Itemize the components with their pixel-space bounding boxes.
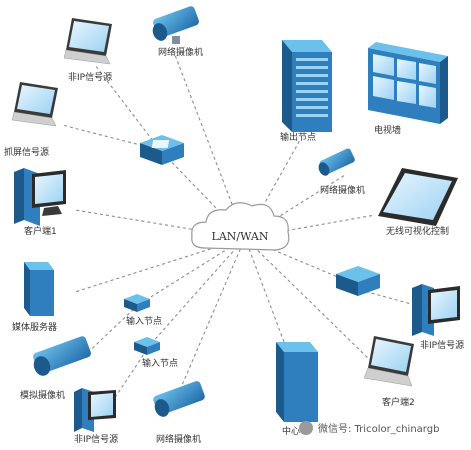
node-label-input2: 输入节点: [142, 357, 178, 369]
watermark: 微信号: Tricolor_chinargb: [299, 421, 439, 435]
server-icon: [24, 262, 54, 316]
node-label-client2: 客户端2: [382, 396, 415, 408]
camera-icon: [152, 6, 199, 44]
server-icon: [276, 342, 318, 422]
node-label-camera-bottom: 网络摄像机: [156, 433, 201, 445]
node-label-tablet: 无线可视化控制: [386, 225, 449, 237]
lan-wan-cloud: LAN/WAN: [191, 202, 290, 251]
node-label-output-node: 输出节点: [280, 131, 316, 143]
camera-icon: [33, 336, 91, 376]
watermark-text: 微信号: Tricolor_chinargb: [318, 422, 439, 435]
node-label-laptop-left: 抓屏信号源: [4, 146, 49, 158]
tablet-icon: [378, 168, 458, 226]
node-label-analog-camera: 模拟摄像机: [20, 389, 65, 401]
server-icon: [282, 40, 332, 132]
laptop-icon: [363, 336, 414, 387]
desktop-pc-icon: [74, 388, 116, 432]
node-label-client1: 客户端1: [24, 225, 57, 237]
node-box-icon: [134, 337, 160, 355]
node-box-icon: [140, 135, 184, 165]
node-label-camera-top: 网络摄像机: [158, 46, 203, 58]
laptop-icon: [11, 82, 58, 127]
camera-icon: [318, 148, 355, 176]
node-box-icon: [336, 266, 380, 296]
video-wall-icon: [368, 42, 448, 124]
node-box-icon: [124, 294, 150, 312]
node-label-media-server: 媒体服务器: [12, 321, 57, 333]
desktop-pc-icon: [14, 168, 66, 226]
node-label-video-wall: 电视墙: [374, 124, 401, 136]
camera-icon: [153, 381, 205, 417]
node-label-laptop-top: 非IP信号源: [68, 71, 112, 83]
node-label-center: 中心: [282, 425, 300, 437]
hub-label: LAN/WAN: [212, 230, 269, 243]
node-label-camera-mid: 网络摄像机: [320, 184, 365, 196]
node-label-nonip-bottom: 非IP信号源: [74, 433, 118, 445]
desktop-pc-icon: [412, 284, 460, 336]
laptop-icon: [63, 18, 112, 65]
node-label-input1: 输入节点: [126, 315, 162, 327]
node-label-pc-right: 非IP信号源: [420, 339, 464, 351]
